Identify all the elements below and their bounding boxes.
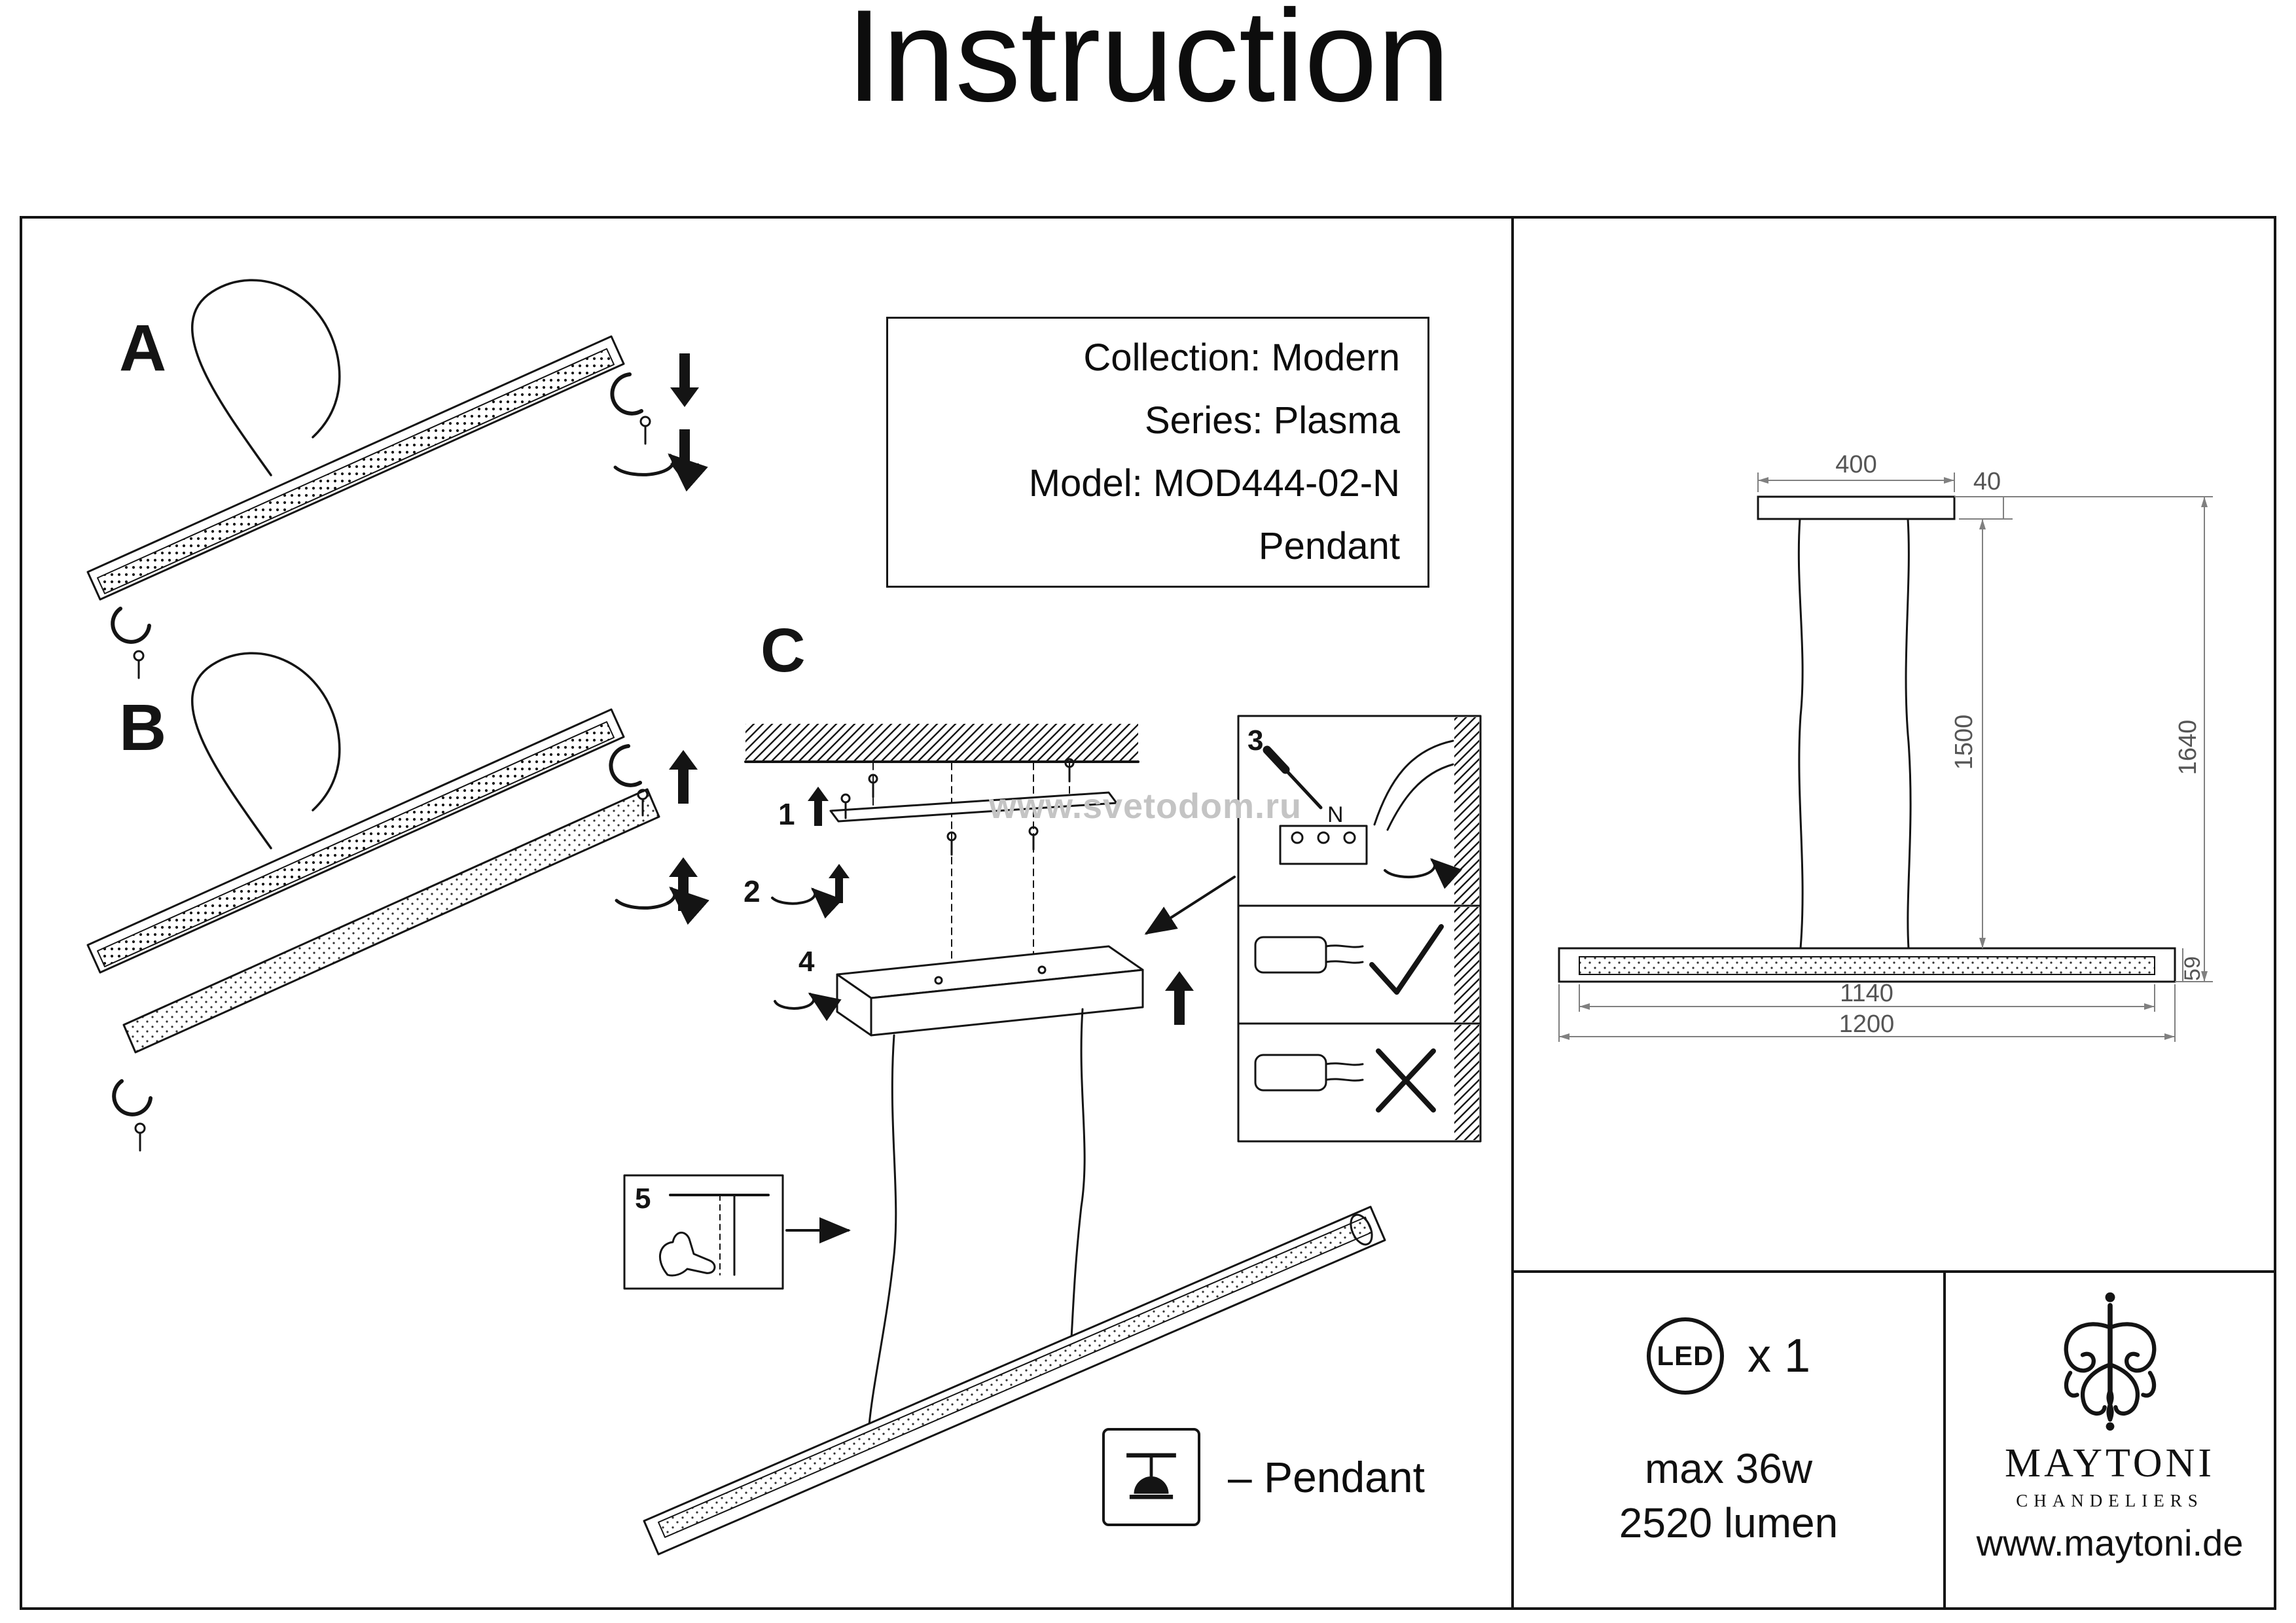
rotate-arrow-icon (771, 887, 843, 919)
connector-ok (1254, 936, 1327, 974)
terminal-block (1279, 825, 1368, 865)
content-frame: A B (20, 216, 2276, 1610)
step-2-label: 2 (744, 874, 761, 908)
hand-icon (659, 1232, 716, 1277)
dim-canopy-width: 400 (1835, 451, 1876, 478)
arrow-down-icon (670, 353, 699, 407)
arrow-up-icon (1165, 971, 1194, 1025)
mounting-bracket (829, 791, 1118, 823)
brand-tagline: CHANDELIERS (2016, 1491, 2204, 1510)
panel-divider-vertical (1511, 219, 1514, 1607)
check-icon (1369, 924, 1444, 995)
drawing-step-a: A (86, 279, 708, 679)
rotate-arrow-icon (1384, 858, 1462, 889)
pendant-icon-glyph (1126, 1453, 1176, 1499)
panel-divider-horizontal (1514, 1270, 2274, 1273)
pendant-icon (1102, 1428, 1200, 1526)
led-icon: LED (1646, 1317, 1724, 1395)
led-spec-cell: LED x 1 max 36w 2520 lumen (1514, 1273, 1943, 1607)
spec-brand-divider (1943, 1273, 1946, 1607)
connector-bad (1254, 1054, 1327, 1092)
terminal-n-label: N (1327, 802, 1344, 827)
page-title: Instruction (846, 0, 1450, 129)
model-info-box: Collection: Modern Series: Plasma Model:… (886, 317, 1429, 588)
dimension-drawing: 400 40 1500 1640 59 1140 1200 (1558, 451, 2213, 1042)
step-4-label: 4 (798, 946, 815, 978)
led-count: x 1 (1747, 1330, 1811, 1382)
brand-cell: MAYTONI CHANDELIERS www.maytoni.de (1946, 1273, 2274, 1607)
drawing-step-b: B (86, 652, 709, 1152)
info-series: Series: Plasma (1144, 399, 1400, 442)
end-clamp-icon (610, 372, 643, 416)
canopy-outline (1757, 495, 1956, 520)
end-clamp-icon (111, 607, 151, 644)
info-type: Pendant (1258, 525, 1400, 567)
ceiling-hatch (745, 724, 1138, 762)
fixture-outline (1558, 495, 2176, 983)
dim-inner-width: 1140 (1840, 980, 1893, 1007)
end-clamp-icon (609, 744, 642, 787)
brand-ornament-icon (2064, 1287, 2179, 1438)
dimension-labels: 400 40 1500 1640 59 1140 1200 (1835, 451, 2205, 1038)
info-model: Model: MOD444-02-N (1028, 462, 1400, 505)
brand-website: www.maytoni.de (1976, 1522, 2244, 1563)
rotate-arrow-icon (774, 992, 842, 1022)
drawing-step-c: C 1 2 (623, 616, 1482, 1556)
screwdriver-icon (1263, 745, 1290, 774)
section-b-label: B (119, 691, 166, 764)
arrow-up-icon (669, 750, 698, 804)
section-a-label: A (119, 312, 166, 385)
step-3-box (1237, 715, 1482, 1143)
diffuser-panel (122, 788, 660, 1054)
step-1-label: 1 (778, 797, 795, 831)
dim-body-height: 59 (2180, 956, 2205, 981)
step-3-label: 3 (1247, 724, 1263, 757)
brand-name: MAYTONI (2005, 1441, 2215, 1486)
luminous-flux: 2520 lumen (1619, 1499, 1839, 1547)
assembly-illustrations: A B (86, 279, 1482, 1556)
arrow-up-icon (808, 787, 829, 826)
end-clamp-icon (112, 1079, 152, 1116)
dimension-lines (1558, 473, 2213, 1042)
cross-icon (1376, 1048, 1436, 1113)
arrow-up-icon (829, 864, 850, 903)
dim-total-height: 1640 (2174, 720, 2202, 776)
info-collection: Collection: Modern (1083, 336, 1400, 379)
dim-total-width: 1200 (1839, 1010, 1895, 1038)
section-c-label: C (761, 616, 806, 685)
pendant-legend: – Pendant (1102, 1428, 1425, 1526)
max-power: max 36w (1644, 1445, 1813, 1492)
led-row: LED x 1 (1646, 1317, 1811, 1395)
rotate-arrow-icon (613, 453, 708, 492)
dim-suspension-length: 1500 (1950, 715, 1978, 770)
arrow-up-icon (669, 857, 698, 911)
watermark: www.svetodom.ru (988, 787, 1302, 826)
dim-canopy-height: 40 (1973, 468, 2001, 495)
pendant-legend-label: – Pendant (1228, 1453, 1425, 1501)
rotate-arrow-icon (615, 886, 709, 925)
step-5-label: 5 (635, 1183, 651, 1215)
arrow-down-icon (670, 429, 699, 483)
